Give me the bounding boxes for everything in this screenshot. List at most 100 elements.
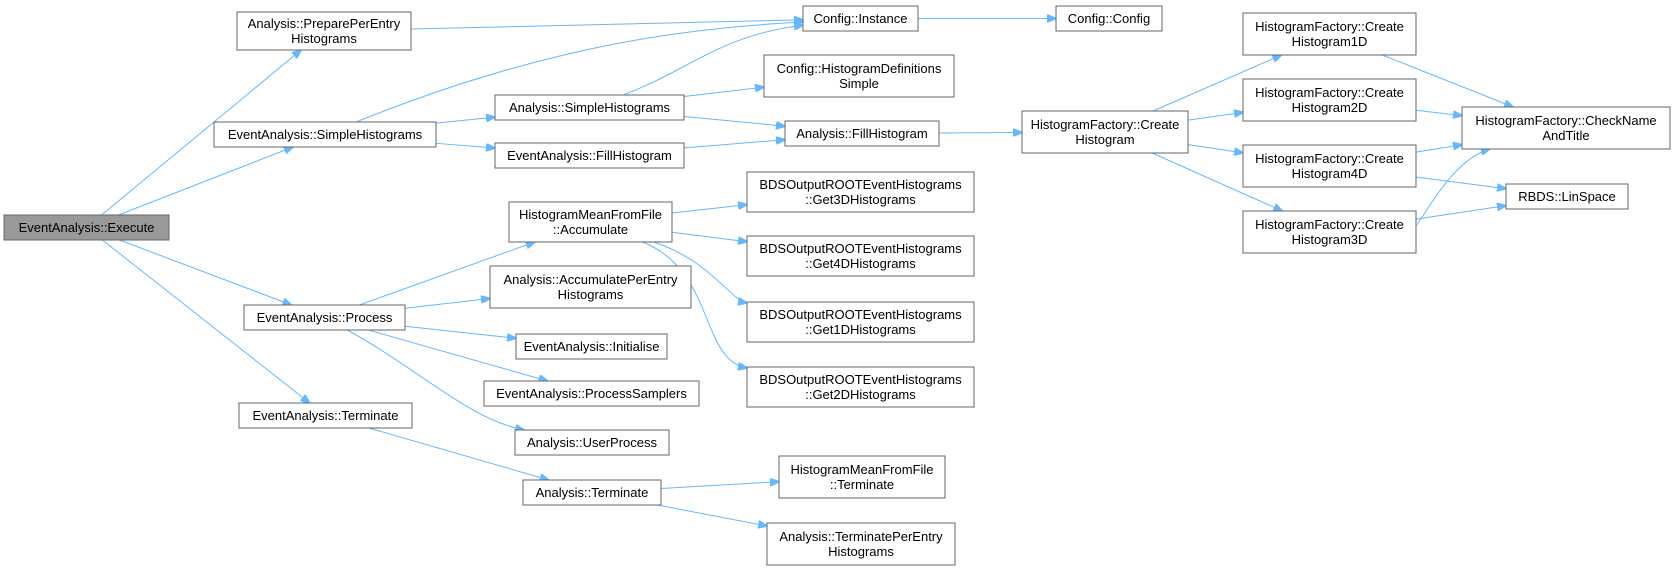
node-label: Analysis::FillHistogram	[796, 126, 927, 141]
edge-execute-to-eaProcess	[119, 239, 292, 305]
node-anFillHist[interactable]: Analysis::FillHistogram	[784, 120, 940, 147]
node-label: Histogram2D	[1292, 100, 1368, 115]
node-box	[784, 120, 940, 147]
edge-hf3D-to-checkName	[1415, 149, 1490, 226]
node-eaSimpleHist[interactable]: EventAnalysis::SimpleHistograms	[213, 121, 437, 148]
edge-execute-to-eaSimpleHist	[118, 147, 293, 216]
node-label: EventAnalysis::Execute	[19, 220, 155, 235]
node-label: Histogram4D	[1292, 166, 1368, 181]
edge-eaProcess-to-initialise	[404, 325, 516, 338]
node-processSamplers[interactable]: EventAnalysis::ProcessSamplers	[483, 380, 700, 407]
node-eaProcess[interactable]: EventAnalysis::Process	[243, 304, 406, 331]
node-linSpace[interactable]: RBDS::LinSpace	[1505, 183, 1629, 210]
edge-line	[938, 133, 1022, 134]
node-label: Config::Config	[1068, 11, 1150, 26]
node-box	[1461, 106, 1671, 150]
edge-hfCreate-to-hf4D	[1187, 144, 1243, 153]
node-get3D[interactable]: BDSOutputROOTEventHistograms::Get3DHisto…	[746, 171, 975, 213]
edge-line	[102, 239, 309, 403]
node-eaTerminate[interactable]: EventAnalysis::Terminate	[238, 402, 413, 429]
node-label: BDSOutputROOTEventHistograms	[759, 307, 962, 322]
node-eaFillHist[interactable]: EventAnalysis::FillHistogram	[494, 142, 685, 169]
node-box	[1242, 12, 1417, 56]
edge-line	[1187, 112, 1243, 121]
edge-line	[683, 87, 764, 97]
edge-line	[1415, 206, 1506, 220]
node-get4D[interactable]: BDSOutputROOTEventHistograms::Get4DHisto…	[746, 235, 975, 277]
edge-line	[101, 50, 301, 216]
node-label: EventAnalysis::Initialise	[524, 339, 660, 354]
node-box	[1505, 183, 1629, 210]
node-box	[515, 333, 668, 360]
node-hmTerminate[interactable]: HistogramMeanFromFile::Terminate	[778, 455, 946, 499]
node-label: HistogramFactory::Create	[1255, 217, 1404, 232]
node-hmAccumulate[interactable]: HistogramMeanFromFile::Accumulate	[508, 201, 673, 243]
node-get1D[interactable]: BDSOutputROOTEventHistograms::Get1DHisto…	[746, 301, 975, 343]
node-box	[514, 429, 670, 456]
node-configConfig[interactable]: Config::Config	[1055, 5, 1163, 32]
edge-line	[346, 329, 524, 430]
edge-eaSimpleHist-to-anSimpleHist	[435, 117, 495, 124]
node-label: EventAnalysis::Terminate	[253, 408, 399, 423]
node-label: EventAnalysis::SimpleHistograms	[228, 127, 423, 142]
node-anSimpleHist[interactable]: Analysis::SimpleHistograms	[494, 94, 685, 121]
edge-eaTerminate-to-anTerminate	[368, 427, 549, 480]
edge-preparePerEntry-to-configInstance	[410, 20, 803, 30]
node-box	[243, 304, 406, 331]
edge-line	[1152, 55, 1281, 112]
node-label: ::Get2DHistograms	[805, 387, 916, 402]
edge-line	[657, 504, 767, 526]
node-label: ::Get1DHistograms	[805, 322, 916, 337]
node-label: RBDS::LinSpace	[1518, 189, 1616, 204]
node-box	[489, 265, 692, 309]
node-box	[778, 455, 946, 499]
node-label: Config::HistogramDefinitions	[777, 61, 942, 76]
node-box	[1242, 210, 1417, 254]
node-label: Analysis::AccumulatePerEntry	[503, 272, 678, 287]
node-execute[interactable]: EventAnalysis::Execute	[3, 214, 170, 241]
node-label: HistogramFactory::Create	[1255, 85, 1404, 100]
edge-line	[671, 205, 747, 214]
node-label: Analysis::SimpleHistograms	[509, 100, 671, 115]
node-box	[494, 142, 685, 169]
edge-anFillHist-to-hfCreate	[938, 133, 1022, 134]
edge-line	[660, 482, 779, 490]
node-configInstance[interactable]: Config::Instance	[802, 5, 919, 32]
edge-line	[1415, 176, 1506, 189]
node-box	[236, 11, 412, 51]
edge-hmAccumulate-to-get3D	[671, 205, 747, 214]
node-label: Histograms	[558, 287, 624, 302]
node-label: Histograms	[828, 544, 894, 559]
node-get2D[interactable]: BDSOutputROOTEventHistograms::Get2DHisto…	[746, 366, 975, 408]
node-label: HistogramMeanFromFile	[519, 207, 662, 222]
edge-line	[368, 329, 547, 381]
edge-eaProcess-to-accPerEntry	[404, 299, 490, 309]
node-label: ::Get4DHistograms	[805, 256, 916, 271]
node-label: HistogramMeanFromFile	[790, 462, 933, 477]
node-box	[483, 380, 700, 407]
node-initialise[interactable]: EventAnalysis::Initialise	[515, 333, 668, 360]
node-label: HistogramFactory::CheckName	[1475, 113, 1656, 128]
edges-layer	[101, 19, 1514, 527]
edge-line	[1415, 149, 1490, 226]
node-label: AndTitle	[1542, 128, 1589, 143]
edge-line	[404, 325, 516, 338]
edge-line	[1187, 144, 1243, 153]
node-box	[522, 479, 662, 506]
node-anTerminate[interactable]: Analysis::Terminate	[522, 479, 662, 506]
edge-anSimpleHist-to-histDefSimple	[683, 87, 764, 97]
node-box	[763, 54, 955, 98]
nodes-layer: EventAnalysis::Execute Analysis::PrepareP…	[3, 5, 1671, 566]
node-userProcess[interactable]: Analysis::UserProcess	[514, 429, 670, 456]
node-box	[3, 214, 170, 241]
